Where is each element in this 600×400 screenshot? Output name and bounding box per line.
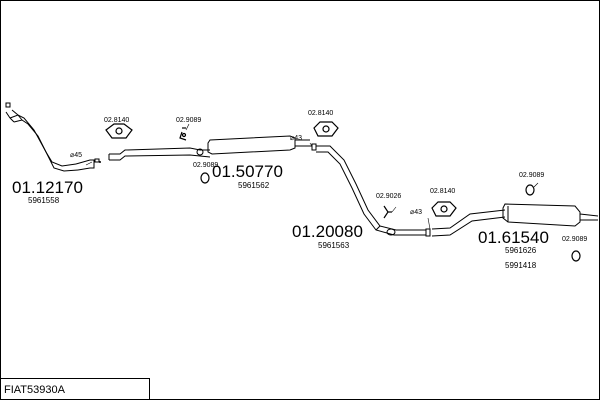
part-number-front-silencer: 01.50770 — [212, 162, 283, 181]
front-downpipe — [5, 102, 101, 172]
diagram-title: FIAT53930A — [4, 384, 65, 396]
fitting-label-a: 02.8140 — [104, 117, 130, 124]
title-box: FIAT53930A — [0, 378, 150, 399]
clamp-b — [179, 127, 187, 141]
clamp-h — [571, 250, 581, 262]
diameter-label-2: ⌀43 — [290, 135, 303, 142]
clamp-e — [383, 205, 392, 219]
rubber-mount-d — [313, 121, 339, 137]
diameter-label-3: ⌀43 — [410, 209, 423, 216]
rear-silencer — [431, 203, 599, 237]
fitting-label-b: 02.9089 — [176, 117, 202, 124]
fitting-label-c: 02.9089 — [193, 162, 219, 169]
fitting-label-f: 02.8140 — [430, 188, 456, 195]
part-ref-middle-pipe: 5961563 — [318, 241, 350, 250]
middle-pipe — [316, 145, 431, 237]
clamp-g — [525, 184, 535, 196]
part-ref2-rear-silencer: 5991418 — [505, 261, 537, 270]
front-silencer — [108, 135, 317, 161]
fitting-label-h: 02.9089 — [562, 236, 588, 243]
fitting-label-e: 02.9026 — [376, 193, 402, 200]
part-number-rear-silencer: 01.61540 — [478, 228, 549, 247]
part-ref-front-silencer: 5961562 — [238, 181, 270, 190]
fitting-label-d: 02.8140 — [308, 110, 334, 117]
diameter-label-1: ⌀45 — [70, 152, 83, 159]
fitting-label-g: 02.9089 — [519, 172, 545, 179]
rubber-mount-a — [105, 123, 133, 139]
part-ref-rear-silencer: 5961626 — [505, 246, 537, 255]
part-number-middle-pipe: 01.20080 — [292, 222, 363, 241]
rubber-mount-f — [431, 201, 457, 217]
part-number-downpipe: 01.12170 — [12, 178, 83, 197]
part-ref-downpipe: 5961558 — [28, 196, 60, 205]
clamp-c — [200, 172, 210, 184]
